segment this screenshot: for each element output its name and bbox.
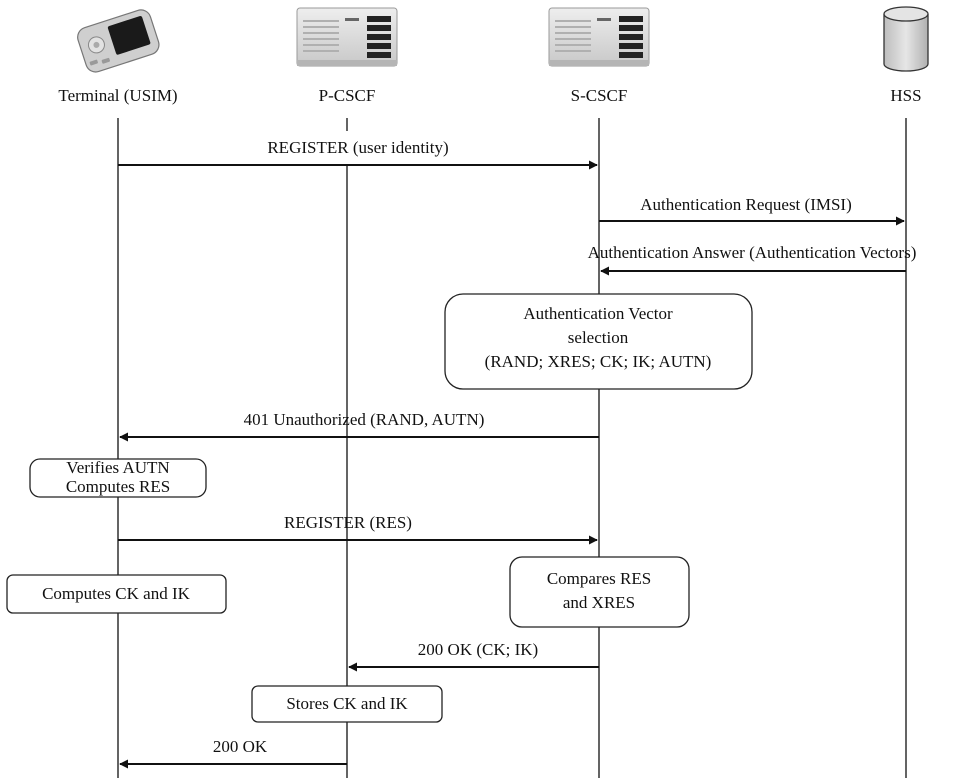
note-box-verify-autn (29, 458, 207, 498)
note-box-compares-res (509, 556, 690, 628)
note-text: and XRES (563, 593, 635, 612)
message-label: 200 OK (213, 737, 268, 756)
database-icon (883, 6, 929, 72)
message-label: REGISTER (user identity) (267, 138, 448, 157)
note-text: Computes CK and IK (42, 584, 191, 603)
entity-label-terminal: Terminal (USIM) (58, 86, 177, 105)
message-label: Authentication Request (IMSI) (640, 195, 852, 214)
note-text: Verifies AUTN (66, 458, 169, 477)
message-label: 401 Unauthorized (RAND, AUTN) (244, 410, 485, 429)
message-label: REGISTER (RES) (284, 513, 412, 532)
note-text: Stores CK and IK (286, 694, 408, 713)
message-label: Authentication Answer (Authentication Ve… (588, 243, 917, 262)
pda-device-icon (77, 9, 160, 73)
entity-label-scscf: S-CSCF (571, 86, 628, 105)
note-text: selection (568, 328, 629, 347)
message-label: 200 OK (CK; IK) (418, 640, 538, 659)
note-text: (RAND; XRES; CK; IK; AUTN) (485, 352, 712, 371)
note-text: Computes RES (66, 477, 170, 496)
note-text: Compares RES (547, 569, 651, 588)
note-box-stores-ck-ik (251, 685, 443, 723)
entity-label-hss: HSS (890, 86, 921, 105)
note-text: Authentication Vector (523, 304, 673, 323)
entity-label-pcscf: P-CSCF (319, 86, 376, 105)
server-icon (548, 7, 650, 67)
server-icon (296, 7, 398, 67)
note-box-computes-ck-ik (6, 574, 227, 614)
note-box-av-selection (444, 293, 753, 390)
